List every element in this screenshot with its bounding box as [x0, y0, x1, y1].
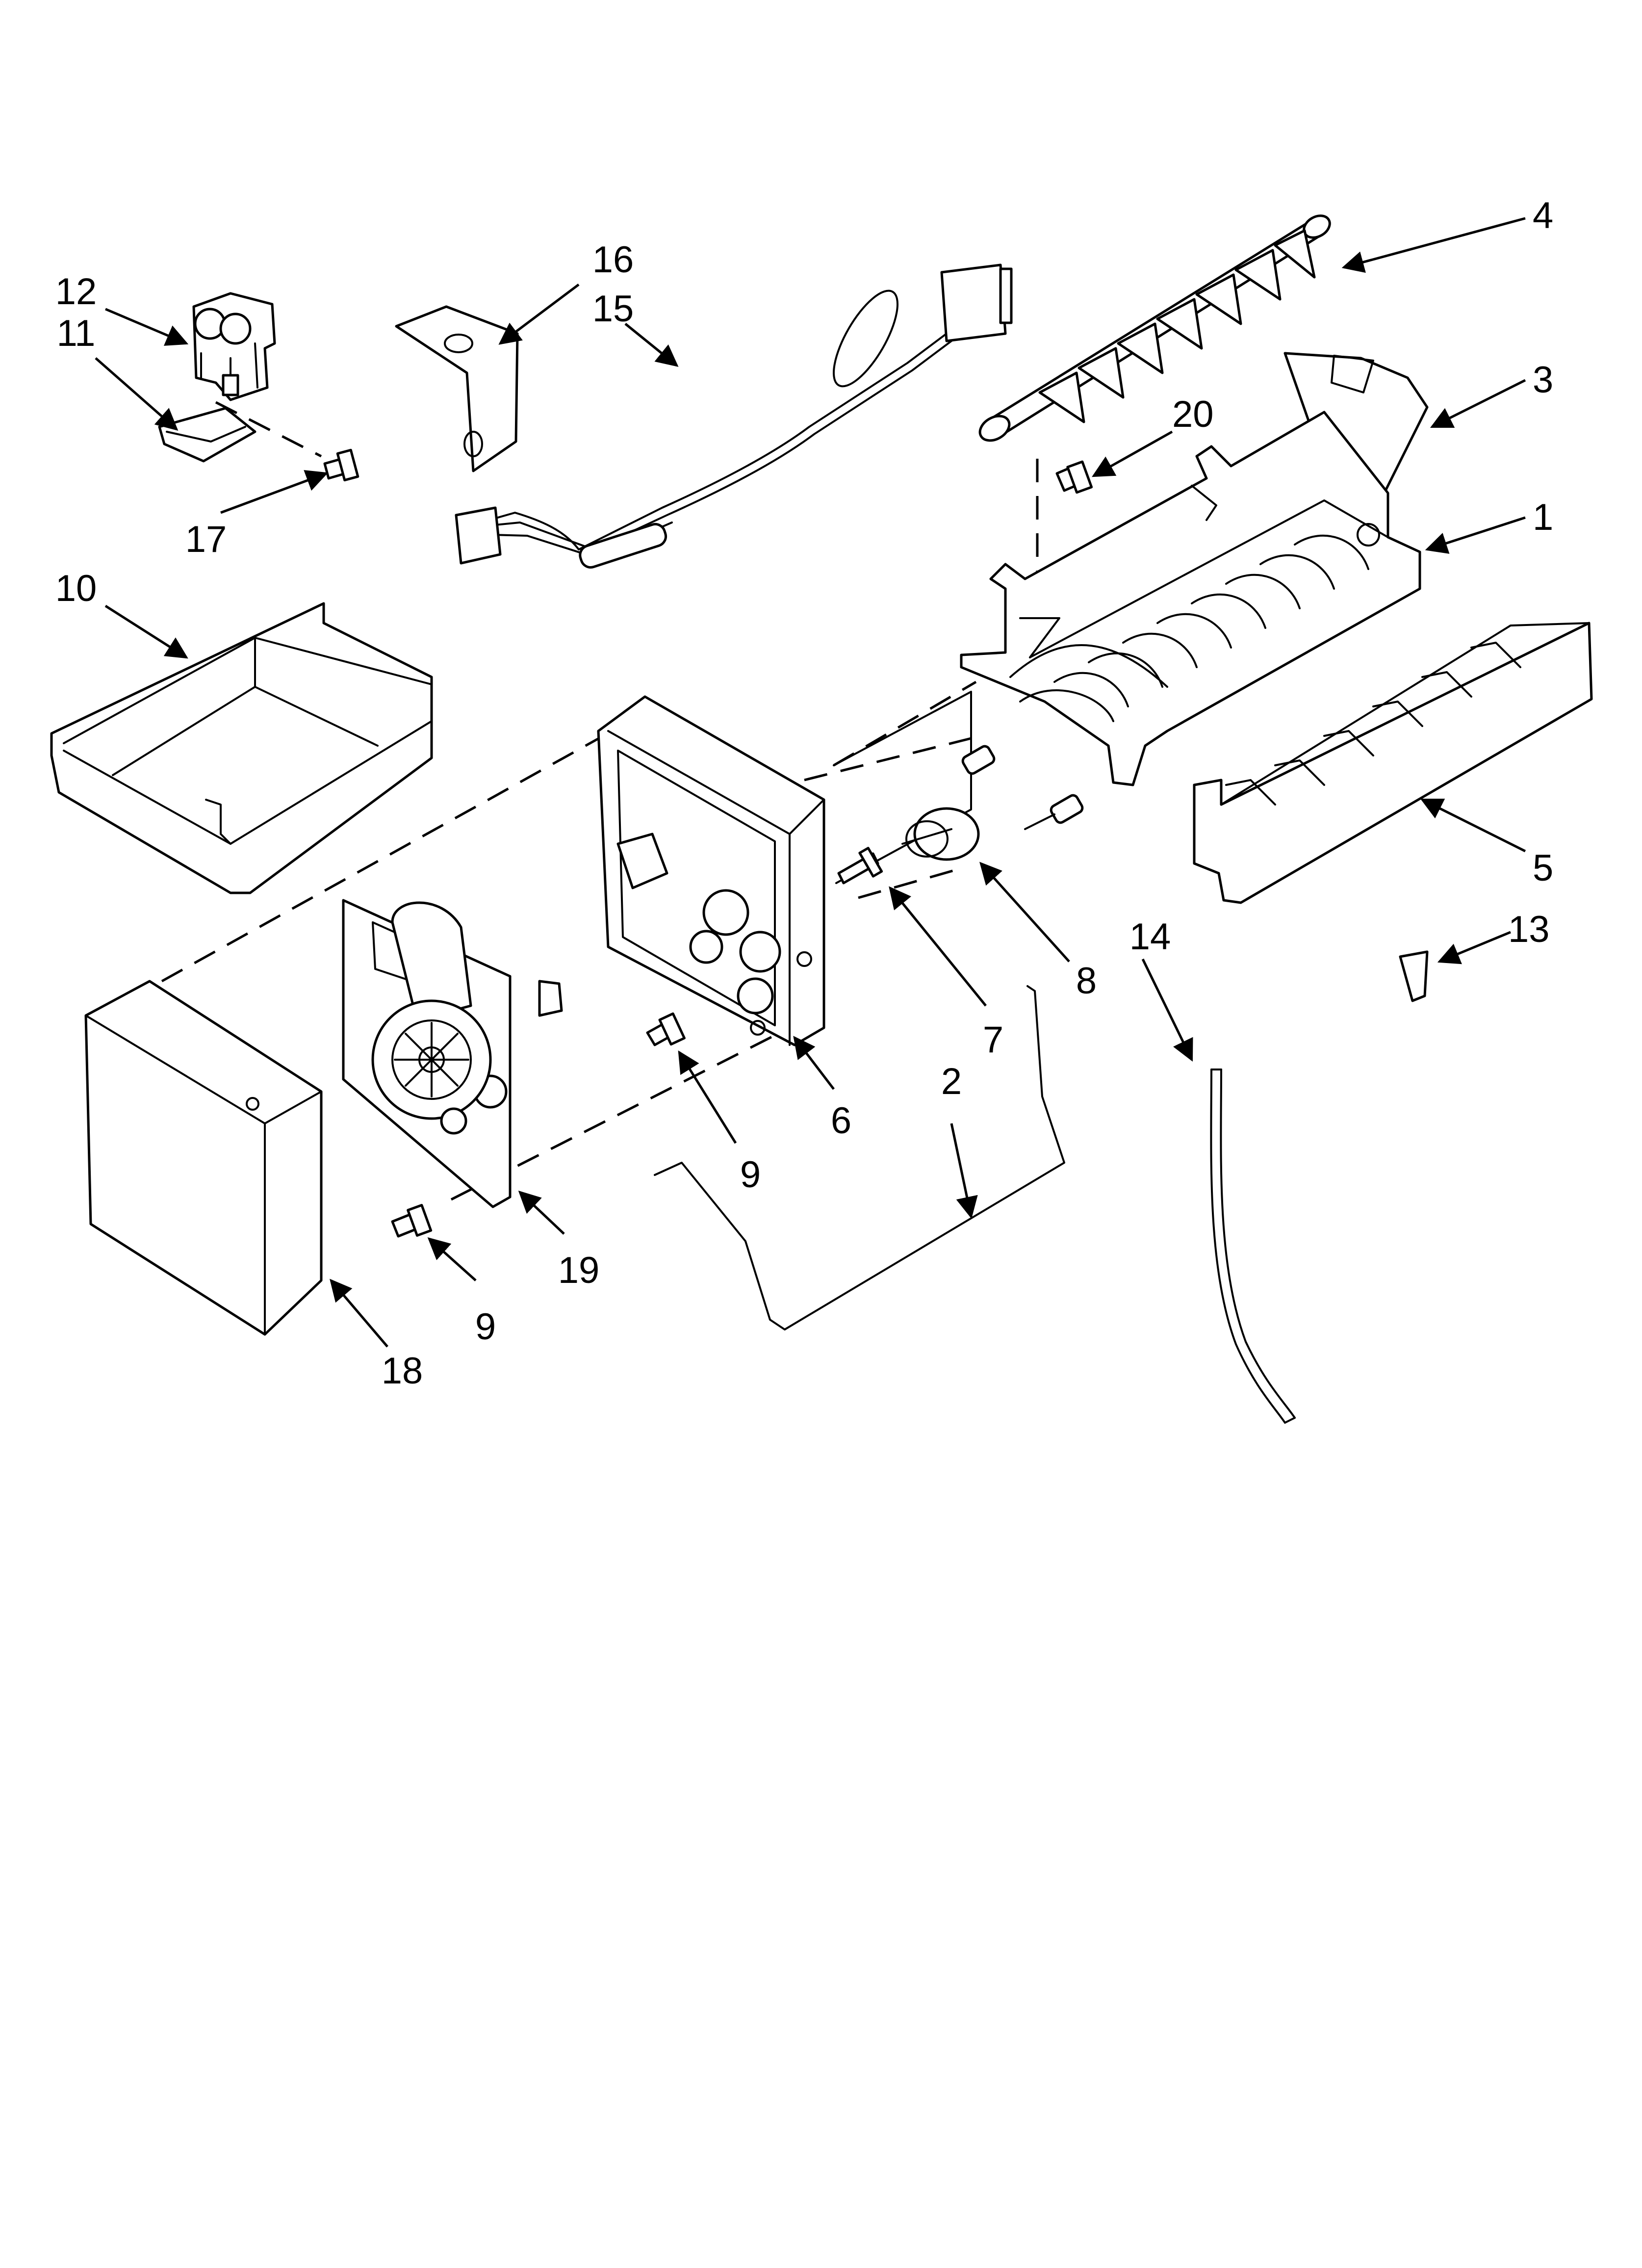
wire-harness-part	[455, 263, 1013, 569]
ice-bin-part	[50, 602, 433, 894]
callout-13: 13	[1508, 909, 1550, 950]
callout-labels: 4 3 1 5 13 20 14 8 7 2 6 9 19 9 18 10 12…	[55, 195, 1554, 1392]
callout-17: 17	[185, 519, 227, 560]
front-cover-part	[84, 980, 323, 1336]
thermostat-part	[901, 807, 980, 861]
callout-18: 18	[382, 1350, 423, 1392]
housing-screw-part	[646, 1012, 686, 1046]
mold-screw-part	[1055, 460, 1093, 494]
callout-16: 16	[592, 239, 634, 281]
callout-6: 6	[831, 1100, 851, 1142]
callout-19: 19	[558, 1250, 600, 1291]
callout-2: 2	[941, 1061, 962, 1102]
water-valve-part	[192, 292, 276, 401]
callout-5: 5	[1533, 847, 1553, 889]
control-housing-part	[597, 691, 972, 1046]
valve-screw-part	[323, 448, 359, 482]
valve-bracket-part	[158, 407, 257, 463]
callout-9-motor: 9	[475, 1306, 496, 1348]
callout-7: 7	[983, 1019, 1003, 1061]
callout-8: 8	[1076, 960, 1097, 1002]
leader-lines	[95, 217, 1526, 1348]
grommet-part	[1399, 950, 1429, 1002]
ice-stripper-part	[1193, 622, 1593, 904]
callout-11: 11	[57, 313, 96, 354]
callout-12: 12	[55, 271, 97, 313]
ice-mold-part	[960, 411, 1421, 786]
callout-9-housing: 9	[740, 1154, 761, 1196]
shutoff-arm-part	[654, 985, 1065, 1330]
callout-14: 14	[1129, 916, 1171, 958]
fill-tube-part	[1210, 1069, 1296, 1424]
callout-3: 3	[1533, 359, 1553, 401]
harness-clip-part	[395, 305, 519, 472]
drive-motor-part	[342, 899, 563, 1208]
motor-screw-part	[391, 1203, 433, 1238]
callout-1: 1	[1533, 496, 1553, 538]
callout-10: 10	[55, 568, 97, 609]
mounting-pin-part	[837, 847, 883, 885]
callout-15: 15	[592, 288, 634, 330]
callout-20: 20	[1172, 393, 1214, 435]
ejector-shaft-part	[978, 214, 1331, 442]
callout-4: 4	[1533, 195, 1553, 236]
mold-plug-parts	[961, 745, 1084, 830]
